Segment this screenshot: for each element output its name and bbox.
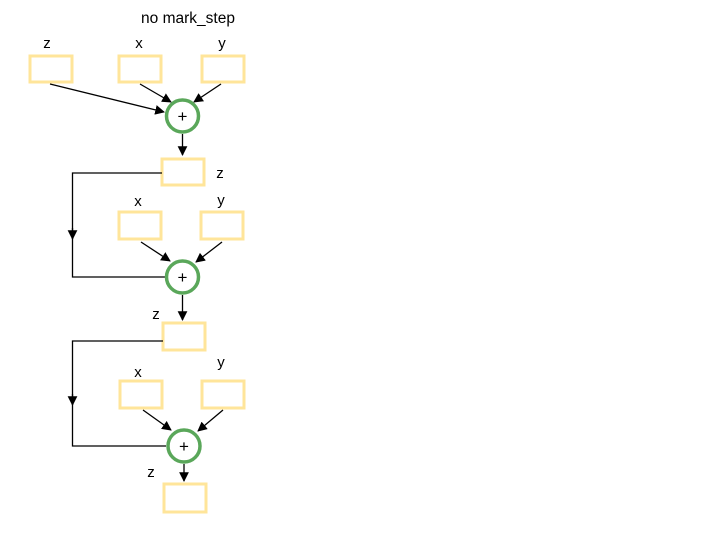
tensor-box-result3 — [162, 482, 208, 514]
edge-y2-to-add2 — [195, 241, 223, 263]
output-label-z3: z — [147, 464, 155, 481]
edge-x3-to-add3 — [142, 409, 172, 431]
input-label-x1: x — [135, 35, 143, 52]
output-label-z1: z — [216, 165, 224, 182]
input-label-y1: y — [218, 35, 226, 52]
edge-x1-to-add1 — [139, 83, 172, 103]
edge-y3-to-add3 — [197, 409, 224, 432]
add-op-circle-1 — [164, 98, 201, 134]
input-label-y2: y — [217, 192, 225, 209]
add-op-circle-2 — [164, 259, 201, 295]
add-op-label-2: + — [178, 268, 188, 287]
add-op-circle-3 — [166, 428, 202, 464]
tensor-box-result2 — [161, 321, 207, 352]
input-label-y3: y — [217, 354, 225, 371]
edge-y1-to-add1 — [193, 83, 222, 103]
tensor-box-y1 — [200, 54, 246, 84]
connector-result2-to-add3 — [71, 340, 166, 447]
input-label-x2: x — [134, 193, 142, 210]
tensor-box-x2 — [117, 210, 163, 241]
output-label-z2: z — [152, 306, 160, 323]
tensor-box-y3 — [200, 379, 246, 410]
tensor-box-x3 — [118, 379, 164, 410]
edge-z1-to-add1 — [49, 83, 165, 115]
tensor-box-result1 — [160, 157, 206, 187]
tensor-box-z1 — [28, 54, 74, 84]
add-op-label-3: + — [179, 437, 189, 456]
edge-x2-to-add2 — [140, 241, 171, 262]
tensor-box-x1 — [117, 54, 163, 84]
connector-result1-to-add2 — [71, 172, 165, 278]
diagram-title: no mark_step — [141, 10, 235, 27]
add-op-label-1: + — [178, 107, 188, 126]
input-label-x3: x — [134, 364, 142, 381]
input-label-z1: z — [43, 35, 51, 52]
tensor-box-y2 — [199, 210, 245, 241]
